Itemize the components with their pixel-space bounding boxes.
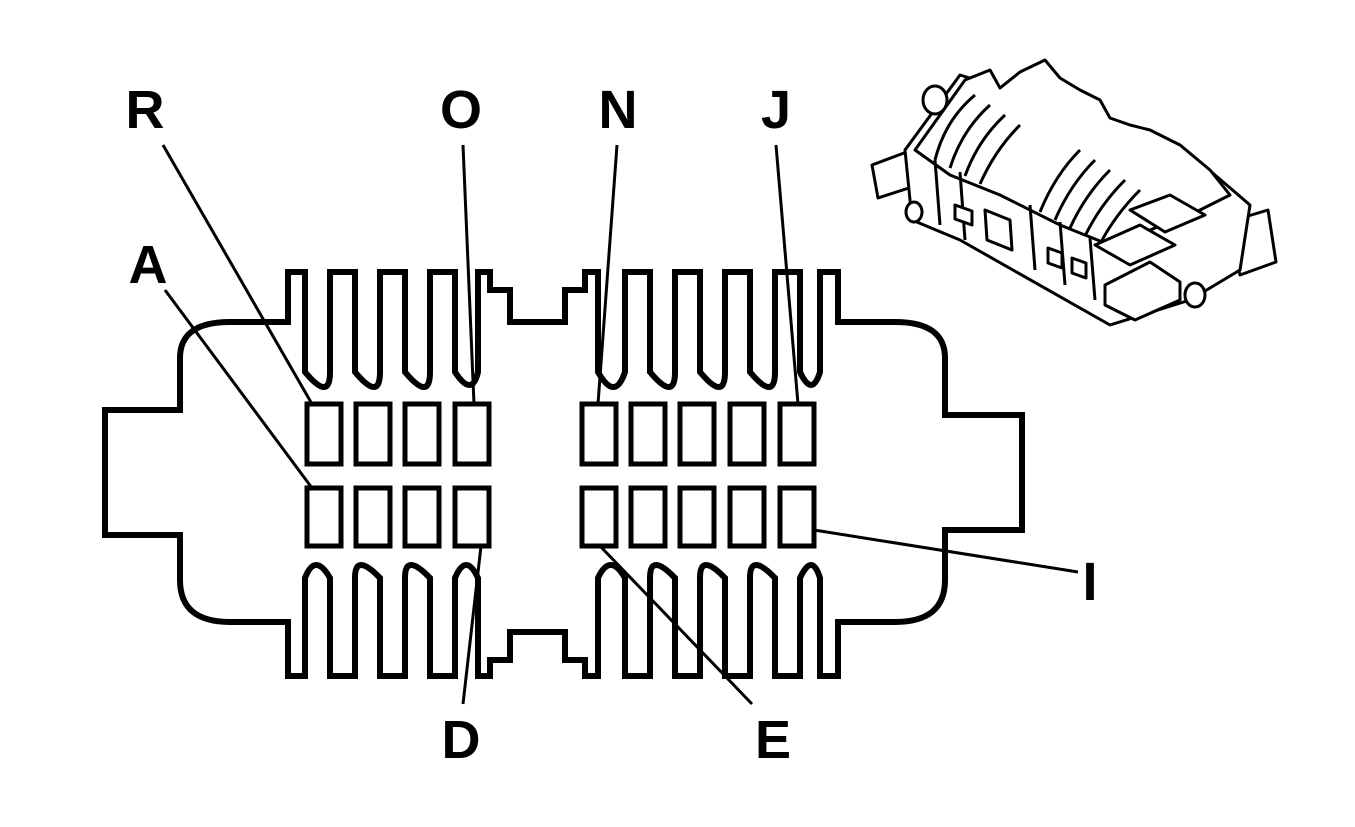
cavity-labels: R O N J A I D E xyxy=(126,80,1098,770)
cavity-d xyxy=(452,485,492,549)
iso-center-window xyxy=(983,208,1014,252)
leader-o xyxy=(461,144,476,405)
cavity-r xyxy=(304,401,344,467)
iso-rib-6 xyxy=(1053,158,1097,221)
iso-peg-left xyxy=(904,200,924,224)
connector-face xyxy=(102,269,1025,679)
iso-rib-2 xyxy=(948,103,991,169)
leader-j xyxy=(774,144,800,405)
cavity-top-3 xyxy=(402,401,442,467)
iso-rib-1 xyxy=(933,93,976,161)
cavity-j xyxy=(777,401,817,467)
iso-peg-top xyxy=(921,84,949,116)
label-j: J xyxy=(761,80,791,140)
cavity-row-bottom xyxy=(304,485,817,549)
leader-d xyxy=(461,545,483,705)
label-d: D xyxy=(442,710,481,770)
iso-block-2 xyxy=(1046,246,1064,270)
leader-r xyxy=(161,144,314,405)
leader-i xyxy=(813,528,1079,574)
iso-rib-9 xyxy=(1098,188,1142,245)
cavity-bottom-3 xyxy=(402,485,442,549)
label-n: N xyxy=(599,80,638,140)
cavity-top-7 xyxy=(628,401,668,467)
cavity-top-9 xyxy=(727,401,767,467)
cavity-o xyxy=(452,401,492,467)
iso-right-block-3 xyxy=(1103,260,1182,322)
iso-lower-rib-3 xyxy=(1028,204,1037,271)
iso-right-block-2 xyxy=(1128,193,1207,234)
iso-lower-rib-1 xyxy=(933,159,942,226)
iso-lower-rib-2 xyxy=(958,171,967,241)
iso-lower-rib-5 xyxy=(1088,237,1097,301)
label-i: I xyxy=(1082,552,1097,612)
cavity-bottom-8 xyxy=(677,485,717,549)
cavity-e xyxy=(579,485,619,549)
cavity-top-2 xyxy=(353,401,393,467)
leader-n xyxy=(596,144,619,405)
iso-peg-bottom xyxy=(1183,281,1207,309)
cavity-i xyxy=(777,485,817,549)
iso-rib-4 xyxy=(978,123,1022,185)
cavity-a xyxy=(304,485,344,549)
leader-e xyxy=(598,544,754,706)
iso-block-3 xyxy=(1070,256,1088,280)
leader-lines xyxy=(161,144,1079,706)
cavity-bottom-9 xyxy=(727,485,767,549)
label-e: E xyxy=(755,710,791,770)
iso-rib-3 xyxy=(963,113,1007,177)
cavity-top-8 xyxy=(677,401,717,467)
cavity-row-top xyxy=(304,401,817,467)
iso-block-1 xyxy=(953,203,974,227)
cavity-bottom-2 xyxy=(353,485,393,549)
label-r: R xyxy=(126,80,165,140)
label-o: O xyxy=(440,80,482,140)
cavity-bottom-7 xyxy=(628,485,668,549)
iso-rib-8 xyxy=(1083,178,1127,237)
iso-right-block-1 xyxy=(1093,223,1177,267)
connector-isometric-illustration xyxy=(870,58,1278,327)
label-a: A xyxy=(129,235,168,295)
iso-rib-5 xyxy=(1038,148,1082,213)
cavity-n xyxy=(579,401,619,467)
leader-a xyxy=(163,289,314,489)
connector-outer-body xyxy=(102,269,1025,679)
iso-rib-7 xyxy=(1068,168,1112,229)
